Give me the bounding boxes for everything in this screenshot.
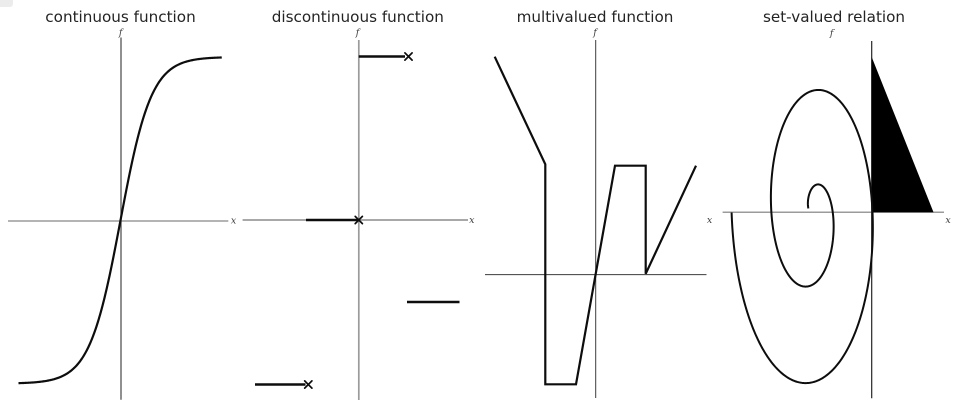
x-axis-label: x [469, 215, 475, 226]
plot-geometry [8, 37, 229, 400]
f-axis-label: f [592, 28, 598, 39]
panel-title: set-valued relation [763, 8, 905, 26]
corner-artifact [0, 0, 13, 7]
f-axis-label: f [118, 28, 124, 39]
f-axis-label: f [829, 28, 835, 39]
x-axis-label: x [231, 216, 237, 227]
excluded-point-marker [404, 52, 413, 61]
excluded-point-marker [303, 380, 313, 389]
filled-triangle-region [871, 57, 934, 213]
spiral-curve [730, 88, 874, 385]
excluded-point-marker [354, 215, 364, 225]
f-axis-label: f [355, 28, 361, 39]
panel-continuous-function: continuous function f x [8, 8, 237, 400]
panel-discontinuous-function: discontinuous function f x [242, 8, 475, 400]
panel-multivalued-function: multivalued function f x [485, 8, 713, 398]
x-axis-label: x [707, 215, 713, 226]
plot-geometry [722, 41, 944, 399]
multivalued-curve [493, 56, 697, 386]
x-axis-label: x [945, 215, 951, 226]
panel-title: continuous function [45, 8, 195, 26]
panel-set-valued-relation: set-valued relation f x [722, 8, 951, 399]
panel-title: discontinuous function [272, 8, 444, 26]
panel-title: multivalued function [517, 8, 674, 26]
sigmoid-curve [18, 56, 222, 385]
plot-geometry [242, 40, 468, 400]
plot-geometry [485, 40, 707, 398]
